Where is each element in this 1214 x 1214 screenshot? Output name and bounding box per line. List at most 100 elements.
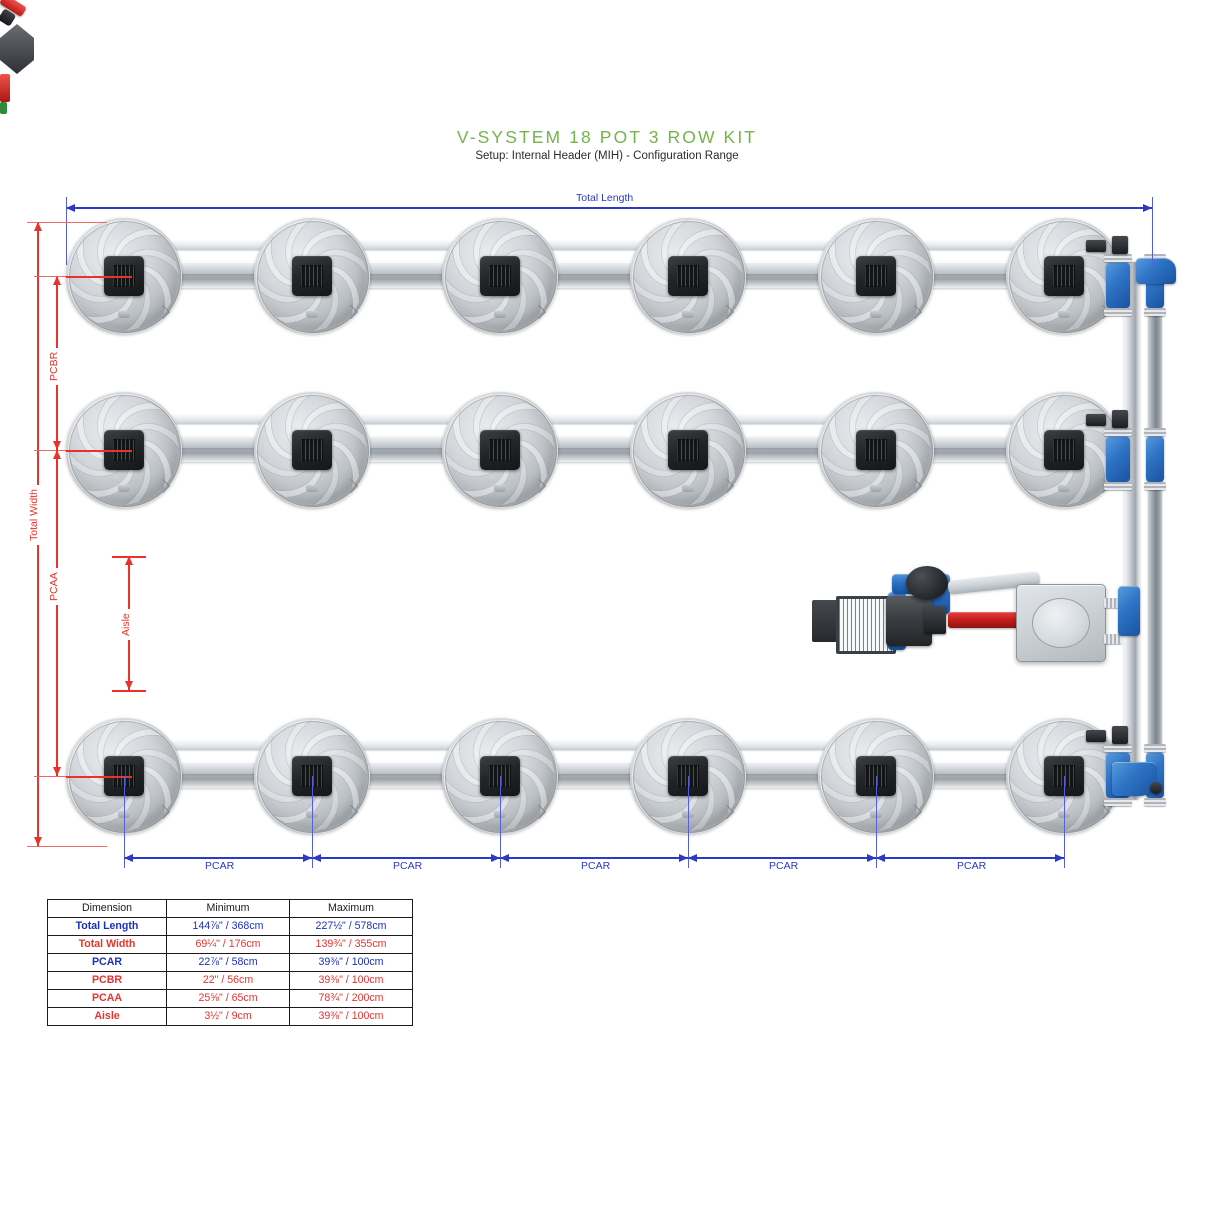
pcar-line-4 (688, 857, 876, 859)
cell-dimension-name: PCAA (47, 989, 167, 1008)
pot-drain-grate (677, 439, 699, 461)
manifold-blue-block-row-1 (1106, 262, 1130, 308)
page-title: V-SYSTEM 18 POT 3 ROW KIT Setup: Interna… (0, 128, 1214, 164)
total-width-arrow-bottom (33, 837, 42, 846)
pcar-line-5 (876, 857, 1064, 859)
tank-manifold-blue (1118, 586, 1140, 636)
total-length-ext-right (1152, 197, 1154, 265)
cell-maximum: 39⅜" / 100cm (289, 953, 413, 972)
manifold-clamp-top-row-3 (1104, 744, 1132, 752)
feed-rail-top-row-1 (120, 240, 1068, 250)
pot-rim (632, 394, 746, 508)
total-length-arrow-left (66, 204, 75, 212)
pump-control-housing (812, 600, 840, 642)
cell-minimum: 69¼" / 176cm (166, 935, 290, 954)
manifold-blue-block-row-2 (1106, 436, 1130, 482)
pcar-line-1 (124, 857, 312, 859)
manifold-clamp2-top-row-2 (1144, 428, 1166, 436)
pot-r2-c2 (254, 392, 370, 508)
pot-r2-c3 (442, 392, 558, 508)
manifold-clamp-top-row-2 (1104, 428, 1132, 436)
pcaa-line (56, 450, 58, 776)
pcar-arrow-right-4 (867, 854, 876, 862)
pcar-line-2 (312, 857, 500, 859)
manifold-black-riser-row-1 (1112, 236, 1128, 254)
pot-r1-c2 (254, 218, 370, 334)
pot-rim (820, 220, 934, 334)
cell-minimum: 3½" / 9cm (166, 1007, 290, 1026)
pot-r2-c4 (630, 392, 746, 508)
pcar-arrow-right-2 (491, 854, 500, 862)
row-center-tick-1 (66, 276, 132, 278)
red-hose-black-fitting (924, 606, 946, 634)
pump-top-cap (906, 566, 948, 600)
pot-tab (870, 311, 882, 318)
cell-maximum: 39⅜" / 100cm (289, 1007, 413, 1026)
bottom-elbow-cap (1150, 782, 1162, 794)
pot-tab (870, 485, 882, 492)
cell-maximum: 78¾" / 200cm (289, 989, 413, 1008)
feed-rail-top-row-3 (120, 740, 1068, 750)
col-header-maximum: Maximum (289, 899, 413, 918)
system-illustration (0, 0, 1214, 834)
pot-tab (494, 485, 506, 492)
pcaa-arrow-top (52, 450, 61, 459)
col-header-dimension: Dimension (47, 899, 167, 918)
cell-minimum: 22⅞" / 58cm (166, 953, 290, 972)
feed-rail-seam-row-1 (120, 274, 1068, 277)
feed-rail-top-row-2 (120, 414, 1068, 424)
total-length-line (66, 207, 1152, 209)
cell-maximum: 139¾" / 355cm (289, 935, 413, 954)
pot-rim (256, 394, 370, 508)
cell-dimension-name: PCAR (47, 953, 167, 972)
cell-dimension-name: Aisle (47, 1007, 167, 1026)
feed-rail-seam-row-2 (120, 448, 1068, 451)
pcar-arrow-right-5 (1055, 854, 1064, 862)
cell-minimum: 144⅞" / 368cm (166, 917, 290, 936)
tank-green-indicator (0, 102, 7, 114)
bottom-hub-riser-4 (688, 776, 690, 858)
pot-drain-grate (489, 439, 511, 461)
pot-drain-grate (301, 439, 323, 461)
pot-r1-c5 (818, 218, 934, 334)
pot-drain-grate (1053, 265, 1075, 287)
pot-tab (118, 311, 130, 318)
pot-r2-c6 (1006, 392, 1122, 508)
pot-rim (444, 220, 558, 334)
aisle-cap-bottom (112, 690, 146, 692)
bottom-hub-riser-5 (876, 776, 878, 858)
total-width-arrow-top (33, 222, 42, 231)
cell-dimension-name: Total Width (47, 935, 167, 954)
pot-tab (682, 485, 694, 492)
pot-tab (306, 485, 318, 492)
pcbr-label: PCBR (48, 347, 60, 385)
row-center-tick-2 (66, 450, 132, 452)
pcar-arrow-left-5 (876, 854, 885, 862)
total-width-ext-bottom (27, 846, 107, 848)
pot-r1-c6 (1006, 218, 1122, 334)
bottom-hub-riser-3 (500, 776, 502, 858)
cell-dimension-name: Total Length (47, 917, 167, 936)
pcar-arrow-left-4 (688, 854, 697, 862)
manifold-clamp-bot-row-1 (1104, 308, 1132, 316)
manifold-black-riser-row-2 (1112, 410, 1128, 428)
pcar-arrow-left-1 (124, 854, 133, 862)
manifold-clamp2-bot-row-1 (1144, 308, 1166, 316)
pot-rim (256, 220, 370, 334)
pcar-arrow-left-2 (312, 854, 321, 862)
bottom-hub-riser-6 (1064, 776, 1066, 858)
reservoir-tank (1016, 584, 1106, 662)
pot-r1-c4 (630, 218, 746, 334)
aisle-cap-top (112, 556, 146, 558)
pot-tab (682, 311, 694, 318)
total-length-ext-left (66, 197, 68, 265)
pcar-label-1: PCAR (201, 860, 239, 872)
pcar-arrow-left-3 (500, 854, 509, 862)
pump-impeller-shape (0, 24, 34, 74)
pcbr-arrow-bottom (52, 441, 61, 450)
manifold-black-fitting-row-1 (1086, 240, 1106, 252)
